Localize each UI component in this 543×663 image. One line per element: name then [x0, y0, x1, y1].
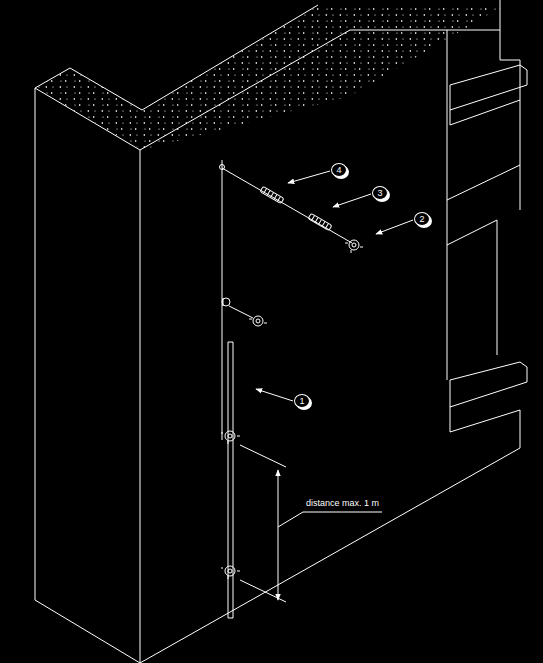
callout-number: 1	[299, 397, 304, 406]
callout-number: 4	[336, 166, 341, 175]
callout-circle: 4	[331, 163, 347, 177]
callout-circle: 1	[294, 394, 310, 408]
callout-number: 3	[377, 189, 382, 198]
callout-circle: 2	[414, 212, 430, 226]
callout-circle: 3	[372, 186, 388, 200]
callout-number: 2	[419, 215, 424, 224]
dimension-label: distance max. 1 m	[305, 499, 380, 509]
